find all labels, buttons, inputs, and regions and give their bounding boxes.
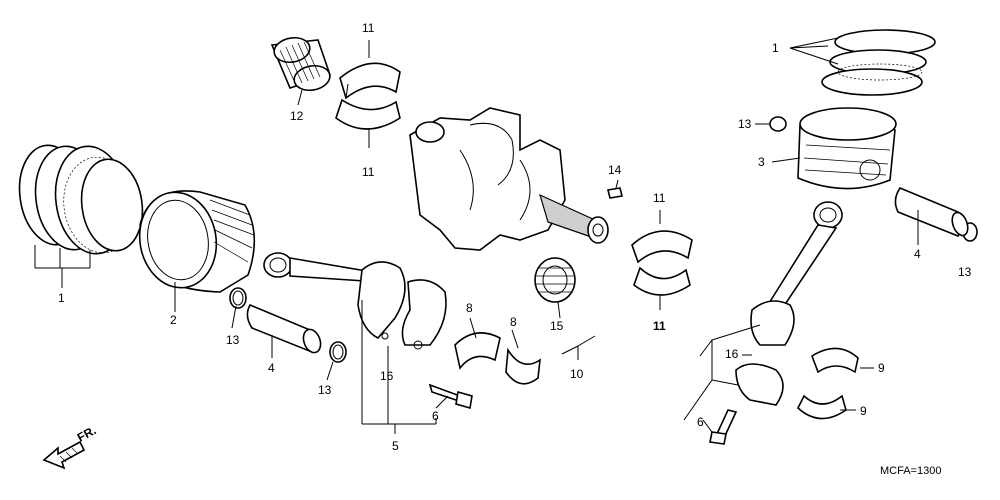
piston-pin-left bbox=[246, 303, 322, 354]
direction-label: FR. bbox=[75, 423, 99, 444]
rod-bolt-right bbox=[709, 409, 738, 445]
callout-11-right-bottom: 11 bbox=[653, 319, 666, 333]
callout-15: 15 bbox=[550, 319, 564, 333]
piston-pin-right bbox=[894, 187, 969, 237]
callout-16-right: 16 bbox=[725, 347, 739, 361]
bearing-11-upper-b bbox=[335, 98, 401, 130]
callout-12: 12 bbox=[290, 109, 304, 123]
callout-8-a: 8 bbox=[466, 301, 473, 315]
callout-8-b: 8 bbox=[510, 315, 517, 329]
callout-4-right: 4 bbox=[914, 247, 921, 261]
circlip-left-upper bbox=[229, 287, 247, 309]
rod-bolt-left bbox=[428, 383, 473, 410]
piston-rings-right bbox=[821, 29, 936, 96]
woodruff-key-14 bbox=[607, 187, 623, 199]
diagram-code: MCFA=1300 bbox=[880, 465, 941, 477]
bearing-11-right-a bbox=[631, 230, 693, 264]
bearing-8-b bbox=[505, 347, 541, 385]
callout-1-right: 1 bbox=[772, 41, 779, 55]
callout-13-d: 13 bbox=[958, 265, 972, 279]
circlip-right-upper bbox=[769, 116, 787, 132]
connecting-rod-right bbox=[735, 201, 843, 406]
callout-9-b: 9 bbox=[860, 404, 867, 418]
bearing-11-upper-a bbox=[339, 62, 401, 100]
callout-1-left: 1 bbox=[58, 291, 65, 305]
callout-2: 2 bbox=[170, 313, 177, 327]
bearing-11-right-b bbox=[633, 266, 691, 296]
front-direction-arrow: FR. bbox=[42, 423, 99, 470]
callout-13-a: 13 bbox=[226, 333, 240, 347]
needle-bearing-12 bbox=[270, 36, 332, 92]
callout-10: 10 bbox=[570, 367, 584, 381]
callout-3: 3 bbox=[758, 155, 765, 169]
crankshaft bbox=[409, 107, 609, 251]
callout-11-top: 11 bbox=[362, 21, 375, 35]
callout-11-middle: 11 bbox=[362, 165, 375, 179]
callout-labels: 1 1 2 3 4 4 5 6 6 8 8 9 9 10 11 11 11 11… bbox=[58, 21, 972, 453]
callout-16-left: 16 bbox=[380, 369, 394, 383]
callout-11-right-top: 11 bbox=[653, 191, 666, 205]
bearing-9-a bbox=[811, 347, 859, 374]
piston-rings-left bbox=[18, 144, 144, 255]
bearing-8-a bbox=[454, 332, 501, 370]
callout-4-left: 4 bbox=[268, 361, 275, 375]
callout-13-c: 13 bbox=[738, 117, 752, 131]
piston-right bbox=[797, 107, 897, 190]
bearing-9-b bbox=[797, 394, 847, 420]
callout-9-a: 9 bbox=[878, 361, 885, 375]
piston-left bbox=[138, 190, 256, 293]
callout-5: 5 bbox=[392, 439, 399, 453]
connecting-rod-left bbox=[263, 252, 447, 350]
circlip-left-lower bbox=[329, 341, 347, 363]
callout-6-left: 6 bbox=[432, 409, 439, 423]
callout-13-b: 13 bbox=[318, 383, 332, 397]
callout-6-right: 6 bbox=[697, 415, 704, 429]
callout-14: 14 bbox=[608, 163, 622, 177]
leader-lines bbox=[34, 37, 919, 434]
needle-bearing-15 bbox=[534, 257, 576, 303]
